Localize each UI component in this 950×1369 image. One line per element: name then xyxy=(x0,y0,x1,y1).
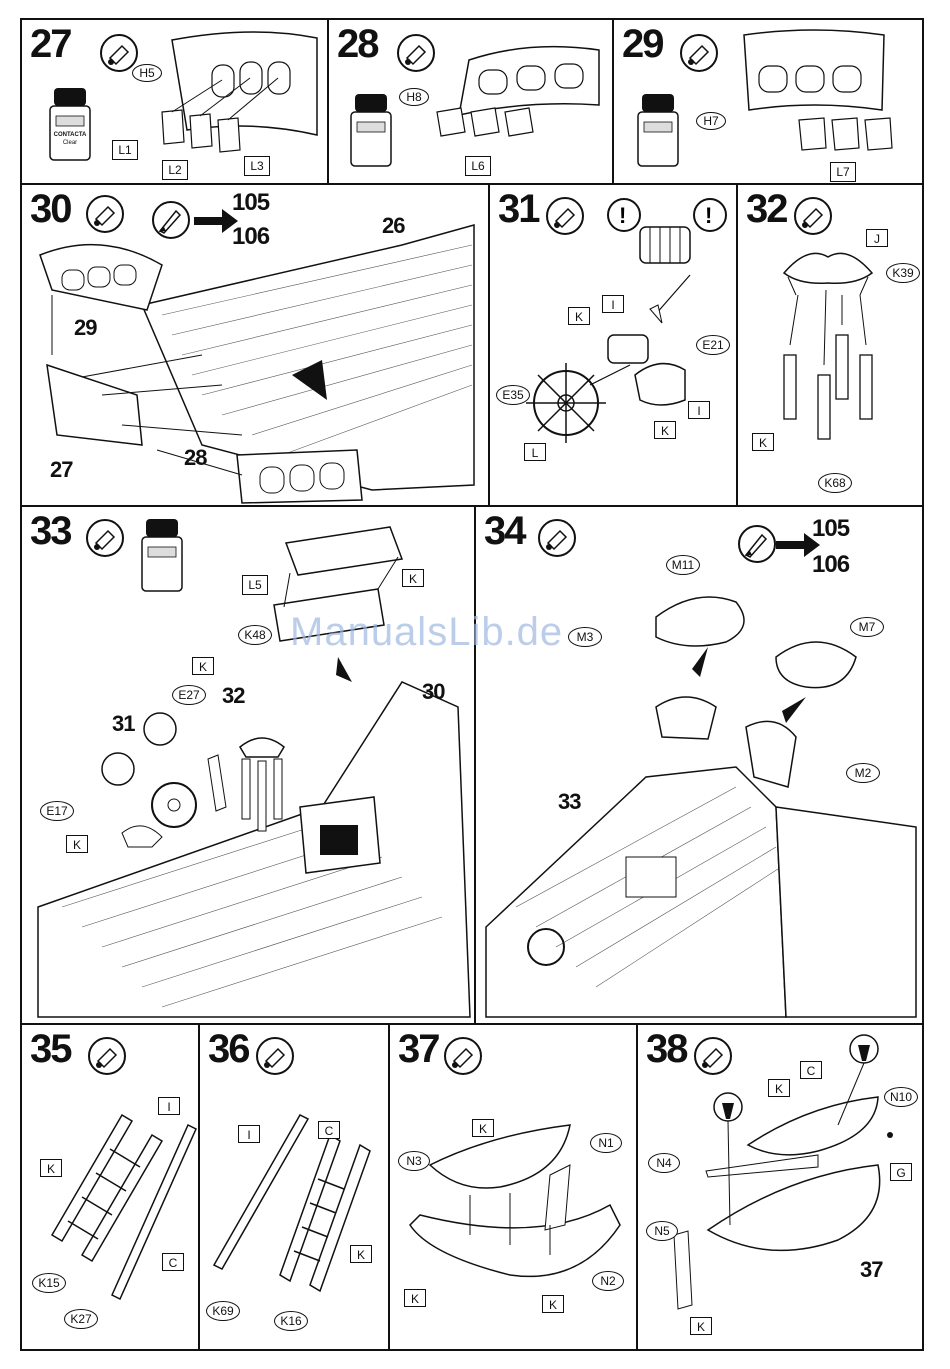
ref-32: 32 xyxy=(222,683,244,709)
flag-k-top: K xyxy=(402,569,424,587)
step-32-panel: 32 J K39 K K68 xyxy=(736,183,924,507)
flag-i: I xyxy=(602,295,624,313)
flag-j: J xyxy=(866,229,888,247)
label-l1: L1 xyxy=(112,140,138,160)
label-k16: K16 xyxy=(274,1311,308,1331)
label-l7: L7 xyxy=(830,162,856,182)
label-k27: K27 xyxy=(64,1309,98,1329)
ship-stern-assembly-drawing xyxy=(22,185,490,507)
flag-k: K xyxy=(752,433,774,451)
flag-k: K xyxy=(350,1245,372,1263)
svg-text:!: ! xyxy=(619,203,626,228)
label-n2: N2 xyxy=(592,1271,624,1291)
ref-27: 27 xyxy=(50,457,72,483)
label-h5: H5 xyxy=(132,64,162,82)
ladder-drawing xyxy=(22,1025,200,1351)
flag-i: I xyxy=(158,1097,180,1115)
flag-k-left: K xyxy=(66,835,88,853)
ref-28: 28 xyxy=(184,445,206,471)
label-m11: M11 xyxy=(666,555,700,575)
label-l5: L5 xyxy=(242,575,268,595)
flag-k: K xyxy=(40,1159,62,1177)
ref-26: 26 xyxy=(382,213,404,239)
step-34-panel: 34 105 106 M11 M3 M7 M2 33 xyxy=(474,505,924,1025)
flag-c: C xyxy=(318,1121,340,1139)
rowing-boat-drawing xyxy=(390,1025,638,1351)
ref-37: 37 xyxy=(860,1257,882,1283)
label-h8: H8 xyxy=(399,88,429,106)
step-36-panel: 36 I C K K69 K16 xyxy=(198,1023,390,1351)
label-k15: K15 xyxy=(32,1273,66,1293)
ref-33: 33 xyxy=(558,789,580,815)
step-33-panel: 33 L5 K48 K K E27 E17 K 31 32 30 xyxy=(20,505,476,1025)
step-31-panel: 31 ! ! E21 E35 K I L K I xyxy=(488,183,738,507)
step-27-panel: 27 CONTACTA Clear H5 L1 L2 L3 xyxy=(20,18,329,185)
flag-k-bottom: K xyxy=(690,1317,712,1335)
label-e17: E17 xyxy=(40,801,74,821)
label-k48: K48 xyxy=(238,625,272,645)
step-28-panel: 28 H8 L6 xyxy=(327,18,614,185)
step-30-panel: 30 105 106 26 29 27 28 xyxy=(20,183,490,507)
label-n1: N1 xyxy=(590,1133,622,1153)
flag-g: G xyxy=(890,1163,912,1181)
label-e35: E35 xyxy=(496,385,530,405)
label-e21: E21 xyxy=(696,335,730,355)
flag-i: I xyxy=(238,1125,260,1143)
label-e27: E27 xyxy=(172,685,206,705)
flag-k-mid: K xyxy=(192,657,214,675)
step-35-panel: 35 I K C K15 K27 xyxy=(20,1023,200,1351)
label-k68: K68 xyxy=(818,473,852,493)
flag-l: L xyxy=(524,443,546,461)
label-n3: N3 xyxy=(398,1151,430,1171)
flag-c: C xyxy=(162,1253,184,1271)
flag-i2: I xyxy=(688,401,710,419)
flag-k-top: K xyxy=(472,1119,494,1137)
label-n4: N4 xyxy=(648,1153,680,1173)
flag-c: C xyxy=(800,1061,822,1079)
flag-k-left: K xyxy=(404,1289,426,1307)
boat-assembly-drawing xyxy=(638,1025,924,1351)
label-m2: M2 xyxy=(846,763,880,783)
label-k39: K39 xyxy=(886,263,920,283)
flag-k2: K xyxy=(654,421,676,439)
stern-gallery-drawing xyxy=(614,20,924,185)
ref-31: 31 xyxy=(112,711,134,737)
ref-29: 29 xyxy=(74,315,96,341)
flag-k: K xyxy=(568,307,590,325)
label-n5: N5 xyxy=(646,1221,678,1241)
step-29-panel: 29 H7 L7 xyxy=(612,18,924,185)
label-m3: M3 xyxy=(568,627,602,647)
step-37-panel: 37 K N1 N3 N2 K K xyxy=(388,1023,638,1351)
step-38-panel: 38 K C N10 N4 G N5 K 37 xyxy=(636,1023,924,1351)
label-l3: L3 xyxy=(244,156,270,176)
label-k69: K69 xyxy=(206,1301,240,1321)
canopy-pillars-drawing xyxy=(738,185,924,507)
flag-k-right: K xyxy=(542,1295,564,1313)
label-n10: N10 xyxy=(884,1087,918,1107)
label-l2: L2 xyxy=(162,160,188,180)
label-m7: M7 xyxy=(850,617,884,637)
svg-text:!: ! xyxy=(705,203,712,228)
ref-30: 30 xyxy=(422,679,444,705)
label-h7: H7 xyxy=(696,112,726,130)
label-l6: L6 xyxy=(465,156,491,176)
flag-k: K xyxy=(768,1079,790,1097)
